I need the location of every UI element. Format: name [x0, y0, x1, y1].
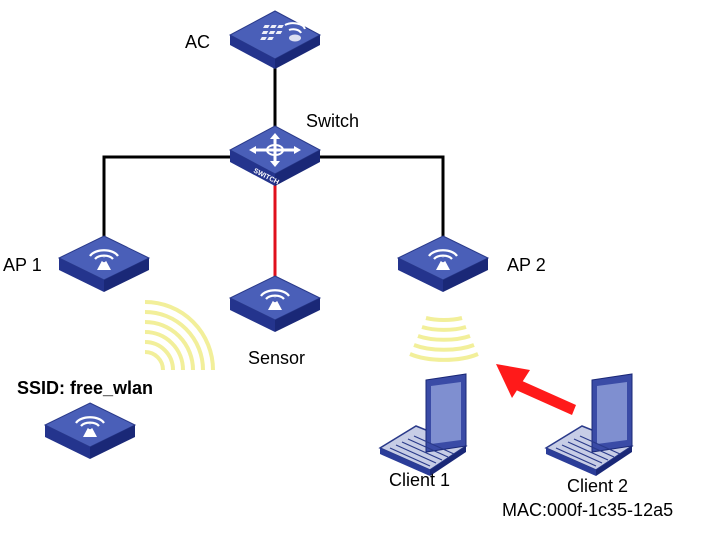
sensor-label: Sensor	[248, 348, 306, 368]
rogue-ap-device	[43, 401, 137, 461]
ap2-signal-waves	[409, 316, 479, 362]
rogue-signal-waves	[144, 300, 215, 371]
ac-label: AC	[185, 32, 211, 52]
sensor-device	[228, 274, 322, 334]
link-switch-ap2	[318, 155, 445, 240]
ap2-device	[396, 234, 490, 294]
rogue-ssid-label: SSID: free_wlan	[17, 378, 154, 398]
switch-label: Switch	[306, 111, 360, 131]
ap1-label: AP 1	[3, 255, 42, 275]
ac-device	[228, 10, 322, 69]
attack-arrow	[496, 364, 576, 415]
link-switch-ap1	[102, 155, 232, 240]
client2-label: Client 2	[567, 476, 629, 496]
client1-label: Client 1	[389, 470, 451, 490]
ap2-label: AP 2	[507, 255, 546, 275]
ap1-device	[57, 234, 151, 294]
client1-laptop	[379, 373, 467, 477]
client2-mac-label: MAC:000f-1c35-12a5	[502, 500, 674, 520]
switch-device: SWITCH	[228, 125, 322, 186]
client2-laptop	[545, 373, 633, 477]
